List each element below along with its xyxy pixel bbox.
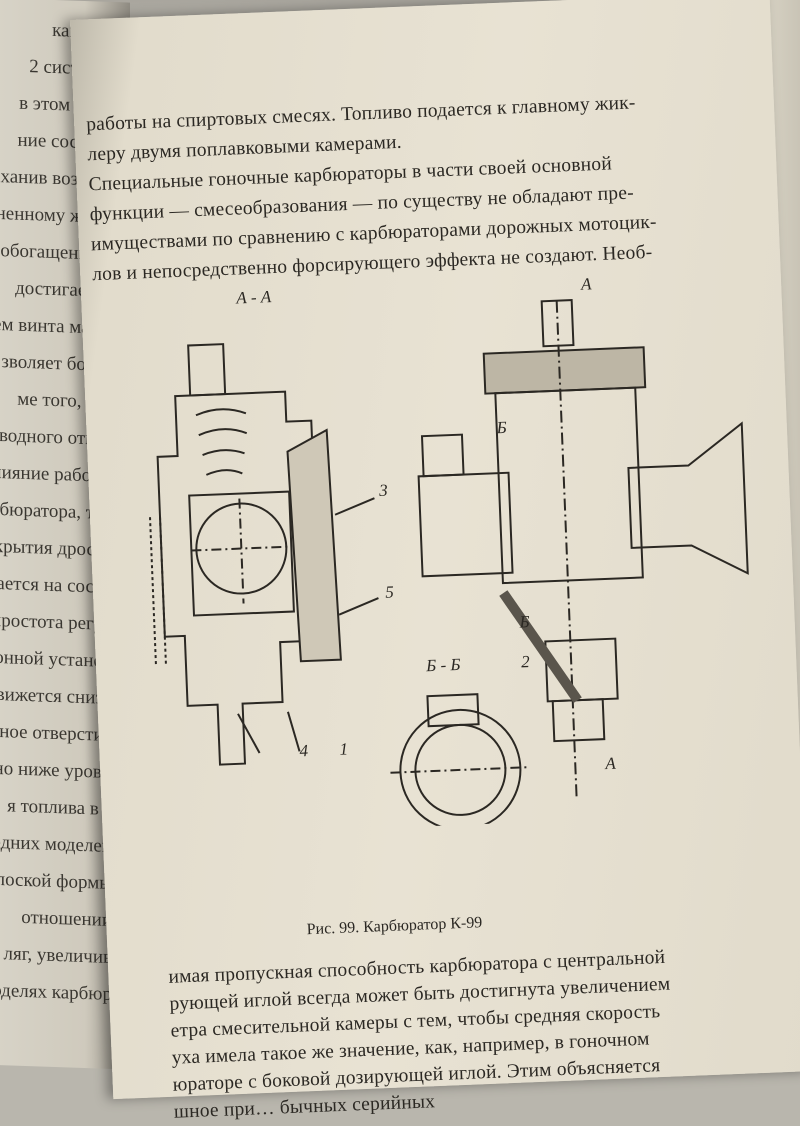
left-page-text-fragment: моделях карбюр bbox=[0, 979, 112, 1005]
marker-a-bottom: А bbox=[604, 754, 617, 773]
book-page: работы на спиртовых смесях. Топливо пода… bbox=[70, 0, 800, 1123]
carburetor-figure: А - А Б - Б А А Б Б 1 2 3 4 5 bbox=[149, 274, 749, 831]
left-page-text-fragment: я топлива в с bbox=[7, 795, 112, 820]
section-bb-label: Б - Б bbox=[425, 655, 461, 675]
left-page-text-fragment: следних моделей bbox=[0, 831, 112, 857]
text-line: шное при… бычных серийных bbox=[173, 1091, 436, 1123]
left-page-text-fragment: вижется снизу bbox=[0, 683, 112, 709]
callout-2: 2 bbox=[521, 652, 531, 671]
callout-3: 3 bbox=[378, 481, 388, 500]
callout-5: 5 bbox=[385, 582, 394, 601]
marker-a-top: А bbox=[580, 274, 593, 293]
section-aa-drawing bbox=[149, 343, 379, 766]
marker-b-top: Б bbox=[495, 418, 507, 437]
left-page-text-fragment: дное отверстие bbox=[0, 720, 112, 746]
callout-1: 1 bbox=[339, 739, 348, 758]
left-page-text-fragment: плоской формы bbox=[0, 868, 112, 894]
left-page-text-fragment: отношении bbox=[21, 906, 112, 931]
side-view-drawing bbox=[417, 299, 749, 801]
marker-b-bottom: Б bbox=[518, 612, 530, 631]
figure-caption: Рис. 99. Карбюратор К-99 bbox=[306, 914, 483, 939]
section-bb-drawing bbox=[390, 693, 531, 831]
left-page-text-fragment: ляг, увеличив bbox=[3, 943, 112, 968]
section-aa-label: А - А bbox=[235, 287, 272, 307]
callout-4: 4 bbox=[299, 741, 309, 760]
left-page-text-fragment: кено ниже уровн bbox=[0, 757, 112, 783]
